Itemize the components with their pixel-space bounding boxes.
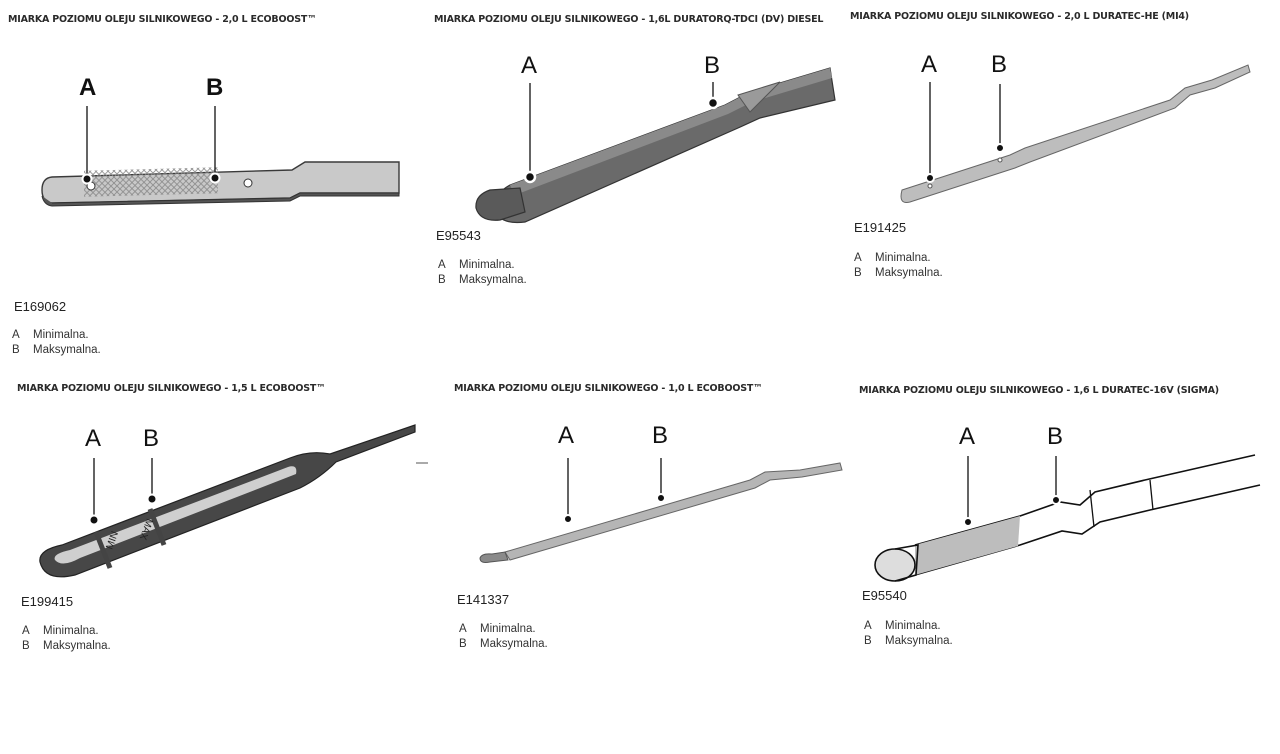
legend-max-text: Maksymalna. xyxy=(480,638,548,650)
marker-b-label: B xyxy=(991,51,1007,78)
legend-min-text: Minimalna. xyxy=(885,620,941,632)
legend-max-text: Maksymalna. xyxy=(43,640,111,652)
marker-b-label: B xyxy=(1047,423,1063,450)
marker-b-label: B xyxy=(652,422,668,449)
marker-a-label: A xyxy=(959,423,975,450)
hole xyxy=(243,178,253,188)
marker-a-label: A xyxy=(79,74,96,101)
dipstick-panel-duratorq-1-6: MIARKA POZIOMU OLEJU SILNIKOWEGO - 1,6L … xyxy=(420,0,840,370)
figure-code: E199415 xyxy=(21,594,74,609)
panel-title: MIARKA POZIOMU OLEJU SILNIKOWEGO - 2,0 L… xyxy=(850,11,1189,22)
max-marker-dot xyxy=(146,493,158,505)
legend-min-text: Minimalna. xyxy=(459,259,515,271)
min-marker-dot xyxy=(81,173,93,185)
min-marker-dot xyxy=(963,517,973,527)
max-marker-dot xyxy=(1051,495,1061,505)
dipstick-panel-duratec-he-2-0: MIARKA POZIOMU OLEJU SILNIKOWEGO - 2,0 L… xyxy=(840,0,1280,370)
legend-max-text: Maksymalna. xyxy=(875,267,943,279)
max-marker-dot xyxy=(209,172,221,184)
marker-b-label: B xyxy=(206,74,223,101)
dipstick-illustration: A B xyxy=(900,51,1251,203)
panel-title: MIARKA POZIOMU OLEJU SILNIKOWEGO - 1,6 L… xyxy=(859,385,1219,396)
min-marker-dot xyxy=(523,170,537,184)
legend-max-text: Maksymalna. xyxy=(33,344,101,356)
marker-a-label: A xyxy=(85,425,101,452)
panel-title: MIARKA POZIOMU OLEJU SILNIKOWEGO - 2,0 L… xyxy=(8,14,317,25)
dipstick-panel-ecoboost-1-0: MIARKA POZIOMU OLEJU SILNIKOWEGO - 1,0 L… xyxy=(430,370,850,754)
dipstick-illustration: A B xyxy=(475,52,836,224)
dipstick-illustration: MIN MAX A B xyxy=(39,424,428,578)
panel-title: MIARKA POZIOMU OLEJU SILNIKOWEGO - 1,5 L… xyxy=(17,383,326,394)
legend-min-text: Minimalna. xyxy=(875,252,931,264)
dipstick-panel-ecoboost-1-5: MIARKA POZIOMU OLEJU SILNIKOWEGO - 1,5 L… xyxy=(0,370,430,754)
marker-b-label: B xyxy=(704,52,720,79)
legend-max-text: Maksymalna. xyxy=(885,635,953,647)
min-marker-dot xyxy=(88,514,100,526)
legend-min-text: Minimalna. xyxy=(43,625,99,637)
dipstick-panel-ecoboost-2-0: MIARKA POZIOMU OLEJU SILNIKOWEGO - 2,0 L… xyxy=(0,0,420,370)
panel-title: MIARKA POZIOMU OLEJU SILNIKOWEGO - 1,0 L… xyxy=(454,383,763,394)
max-marker-dot xyxy=(995,143,1005,153)
min-marker-dot xyxy=(925,173,935,183)
marker-a-label: A xyxy=(921,51,937,78)
legend-min-text: Minimalna. xyxy=(480,623,536,635)
figure-code: E95543 xyxy=(436,228,481,243)
dipstick-panel-duratec-16v-1-6: MIARKA POZIOMU OLEJU SILNIKOWEGO - 1,6 L… xyxy=(850,370,1280,754)
dipstick-illustration: A B xyxy=(479,422,843,563)
legend-max-text: Maksymalna. xyxy=(459,274,527,286)
marker-a-label: A xyxy=(521,52,537,79)
figure-code: E169062 xyxy=(14,299,67,314)
dipstick-illustration: A B xyxy=(41,74,400,207)
figure-code: E95540 xyxy=(862,588,907,603)
dipstick-illustration: A B xyxy=(874,423,1261,582)
marker-b-label: B xyxy=(143,425,159,452)
figure-code: E141337 xyxy=(457,592,510,607)
max-marker-dot xyxy=(656,493,666,503)
marker-a-label: A xyxy=(558,422,574,449)
panel-title: MIARKA POZIOMU OLEJU SILNIKOWEGO - 1,6L … xyxy=(434,14,824,25)
knurled-grip xyxy=(84,167,218,197)
max-marker-dot xyxy=(706,96,720,110)
legend-min-text: Minimalna. xyxy=(33,329,89,341)
figure-code: E191425 xyxy=(854,220,907,235)
min-marker-dot xyxy=(563,514,573,524)
